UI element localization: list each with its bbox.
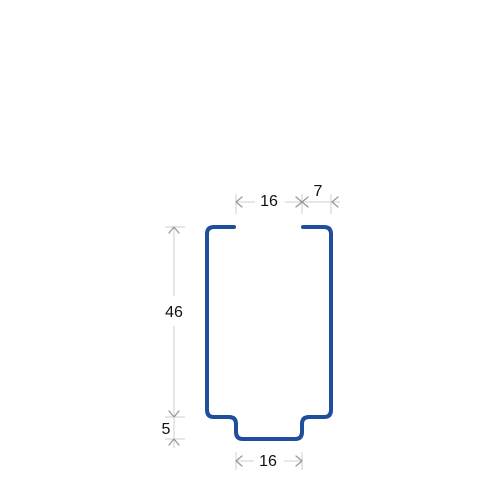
label-background (255, 190, 285, 210)
steel-profile-outline (205, 225, 333, 441)
dimension-label-top-gap: 16 (260, 193, 278, 210)
arrow-left-icon (235, 196, 243, 208)
dimension-total-height: 46 (165, 226, 185, 418)
dimension-label-recess-depth: 5 (162, 421, 171, 438)
arrow-right-icon (295, 455, 303, 467)
dimension-bottom-recess: 16 (235, 450, 303, 470)
dimension-label-bottom-recess: 16 (259, 453, 277, 470)
arrow-up-icon (168, 226, 180, 234)
dimension-top-gap: 16 (235, 190, 303, 214)
arrow-left-icon (331, 196, 339, 208)
arrow-left-icon (235, 455, 243, 467)
label-background (254, 450, 284, 470)
arrow-right-icon (301, 196, 309, 208)
dimension-recess-depth: 5 (162, 417, 185, 448)
arrow-up-icon (168, 438, 180, 446)
dimension-label-top-lip: 7 (314, 183, 323, 200)
dimension-top-lip: 7 (301, 183, 340, 214)
dimension-label-total-height: 46 (165, 304, 183, 321)
